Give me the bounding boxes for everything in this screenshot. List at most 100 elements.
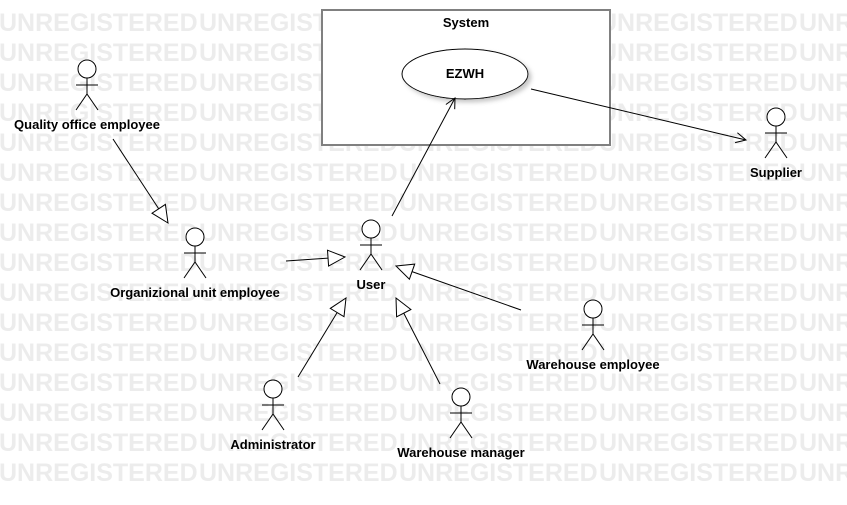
- system-title: System: [443, 15, 489, 30]
- actor-head: [185, 227, 205, 247]
- actor-left-leg: [764, 141, 777, 159]
- actor-administrator[interactable]: Administrator: [230, 379, 316, 452]
- relation-line: [411, 271, 522, 311]
- watermark-text: UNREGISTERED: [199, 369, 398, 397]
- watermark-text: UNREGISTERED: [799, 339, 847, 367]
- watermark-text: UNREGISTERED: [399, 249, 598, 277]
- watermark-text: UNREGISTERED: [199, 459, 398, 487]
- actor-right-leg: [86, 93, 99, 111]
- watermark-text: UNREGISTERED: [0, 129, 198, 157]
- watermark-text: UNREGISTERED: [799, 369, 847, 397]
- watermark-text: UNREGISTERED: [199, 279, 398, 307]
- watermark-text: UNREGISTERED: [399, 279, 598, 307]
- watermark-text: UNREGISTERED: [599, 279, 798, 307]
- watermark-text: UNREGISTERED: [799, 159, 847, 187]
- watermark-text: UNREGISTERED: [799, 459, 847, 487]
- actor-head: [766, 107, 786, 127]
- watermark-text: UNREGISTERED: [399, 429, 598, 457]
- watermark-text: UNREGISTERED: [199, 339, 398, 367]
- actor-right-leg: [194, 261, 207, 279]
- watermark-text: UNREGISTERED: [399, 309, 598, 337]
- use-case-ezwh[interactable]: EZWH: [401, 48, 529, 100]
- watermark-text: UNREGISTERED: [199, 189, 398, 217]
- watermark-text: UNREGISTERED: [599, 39, 798, 67]
- actor-label: Quality office employee: [14, 117, 160, 132]
- relation-generalization[interactable]: [394, 263, 522, 311]
- relation-generalization[interactable]: [285, 249, 347, 267]
- watermark-text: UNREGISTERED: [0, 9, 198, 37]
- watermark-text: UNREGISTERED: [599, 309, 798, 337]
- watermark-text: UNREGISTERED: [0, 219, 198, 247]
- watermark-text: UNREGISTERED: [799, 309, 847, 337]
- association-arrowhead: [445, 97, 456, 110]
- actor-head: [451, 387, 471, 407]
- watermark-text: UNREGISTERED: [0, 429, 198, 457]
- generalization-arrowhead: [151, 203, 169, 224]
- actor-user[interactable]: User: [357, 219, 386, 292]
- watermark-text: UNREGISTERED: [599, 189, 798, 217]
- actor-left-leg: [183, 261, 196, 279]
- watermark-text: UNREGISTERED: [799, 189, 847, 217]
- watermark-text: UNREGISTERED: [799, 99, 847, 127]
- relation-generalization[interactable]: [297, 296, 347, 378]
- watermark-text: UNREGISTERED: [799, 429, 847, 457]
- watermark-text: UNREGISTERED: [0, 69, 198, 97]
- watermark-text: UNREGISTERED: [799, 39, 847, 67]
- watermark-text: UNREGISTERED: [599, 219, 798, 247]
- watermark-text: UNREGISTERED: [199, 429, 398, 457]
- watermark-text: UNREGISTERED: [599, 369, 798, 397]
- watermark-text: UNREGISTERED: [199, 249, 398, 277]
- watermark-text: UNREGISTERED: [799, 219, 847, 247]
- watermark-text: UNREGISTERED: [0, 99, 198, 127]
- watermark-text: UNREGISTERED: [799, 399, 847, 427]
- actor-label: Organizional unit employee: [110, 285, 280, 300]
- actor-warehouse-manager[interactable]: Warehouse manager: [397, 387, 525, 460]
- actor-organizational-unit-employee[interactable]: Organizional unit employee: [110, 227, 280, 300]
- watermark-text: UNREGISTERED: [0, 39, 198, 67]
- watermark-text: UNREGISTERED: [799, 249, 847, 277]
- relation-association[interactable]: [530, 88, 748, 144]
- watermark-text: UNREGISTERED: [799, 129, 847, 157]
- relation-generalization[interactable]: [395, 296, 441, 385]
- watermark-text: UNREGISTERED: [0, 249, 198, 277]
- association-arrowhead: [734, 132, 748, 144]
- watermark-text: UNREGISTERED: [599, 459, 798, 487]
- actor-label: User: [357, 277, 386, 292]
- relation-line: [403, 312, 441, 385]
- watermark-text: UNREGISTERED: [399, 459, 598, 487]
- watermark-text: UNREGISTERED: [0, 309, 198, 337]
- relation-line: [391, 97, 456, 217]
- watermark-text: UNREGISTERED: [399, 399, 598, 427]
- generalization-arrowhead: [326, 249, 347, 267]
- watermark-text: UNREGISTERED: [0, 339, 198, 367]
- watermark-text: UNREGISTERED: [199, 309, 398, 337]
- relation-association[interactable]: [391, 97, 456, 217]
- actor-head: [361, 219, 381, 239]
- watermark-text: UNREGISTERED: [0, 369, 198, 397]
- actor-head: [583, 299, 603, 319]
- actor-head: [263, 379, 283, 399]
- generalization-arrowhead: [329, 296, 347, 318]
- watermark-text: UNREGISTERED: [599, 399, 798, 427]
- relation-line: [530, 88, 747, 141]
- watermark-text: UNREGISTERED: [0, 189, 198, 217]
- watermark-text: UNREGISTERED: [0, 459, 198, 487]
- actor-supplier[interactable]: Supplier: [750, 107, 802, 180]
- actor-right-leg: [775, 141, 788, 159]
- actor-right-leg: [370, 253, 383, 271]
- watermark-text: UNREGISTERED: [799, 279, 847, 307]
- actor-left-leg: [75, 93, 88, 111]
- watermark-text: UNREGISTERED: [599, 9, 798, 37]
- use-case-ellipse[interactable]: [401, 48, 529, 100]
- watermark-text: UNREGISTERED: [599, 249, 798, 277]
- actor-quality-office-employee[interactable]: Quality office employee: [14, 59, 160, 132]
- generalization-arrowhead: [395, 296, 412, 318]
- relation-line: [297, 312, 338, 378]
- watermark-text: UNREGISTERED: [399, 369, 598, 397]
- watermark-text: UNREGISTERED: [399, 189, 598, 217]
- relation-line: [285, 257, 329, 262]
- actor-left-leg: [359, 253, 372, 271]
- relation-generalization[interactable]: [112, 138, 169, 224]
- actor-warehouse-employee[interactable]: Warehouse employee: [526, 299, 660, 372]
